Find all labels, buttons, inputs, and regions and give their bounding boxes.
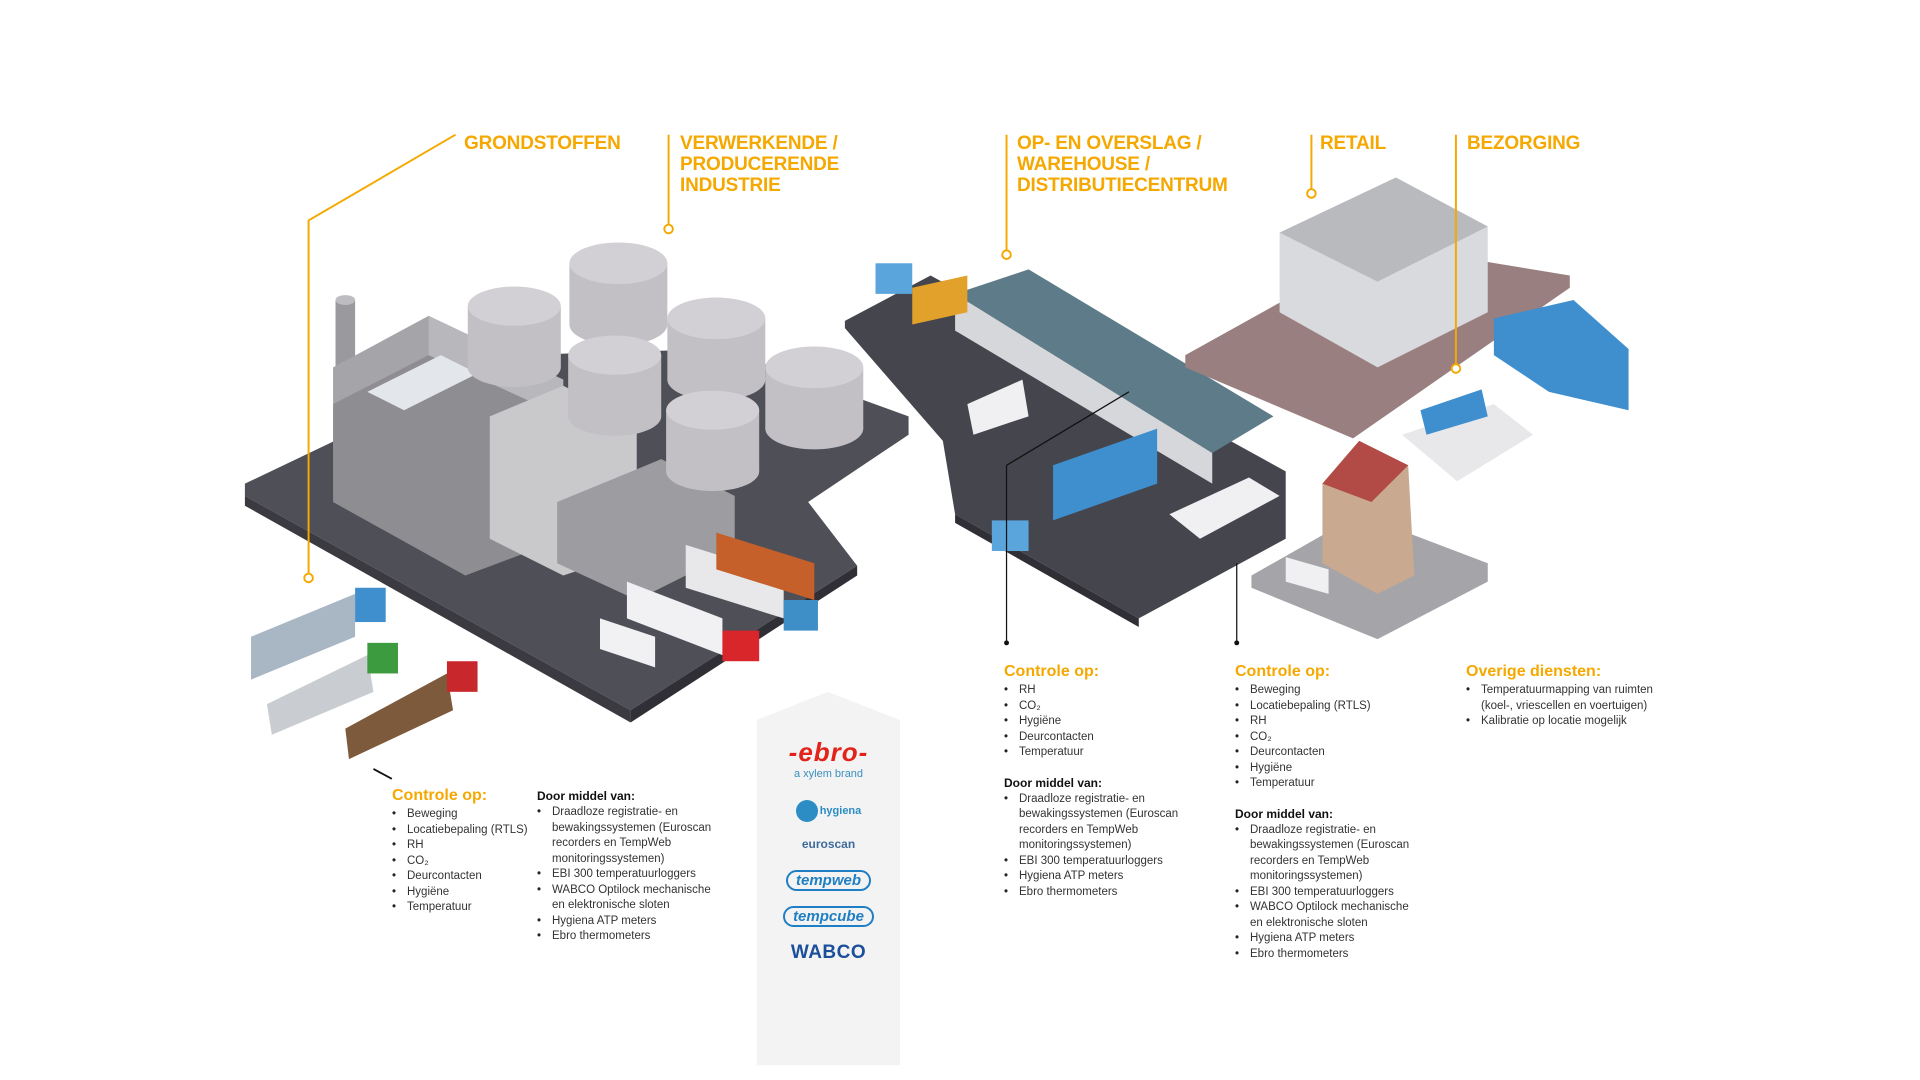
stage-title-bezorging: BEZORGING (1467, 133, 1581, 154)
list-item: Hygiëne (1004, 714, 1179, 730)
grondstoffen-means-block: Door middel van: Draadloze registratie- … (537, 788, 722, 945)
list-item: CO₂ (1004, 699, 1179, 715)
hygiena-text: hygiena (819, 804, 862, 817)
control-list: RH CO₂ Hygiëne Deurcontacten Temperatuur (1004, 683, 1179, 761)
list-item: Deurcontacten (392, 869, 532, 885)
means-list: Draadloze registratie- en bewakingssyste… (1235, 823, 1420, 963)
raw-material-trucks (251, 587, 478, 760)
list-item: WABCO Optilock mechanische en elektronis… (537, 883, 722, 914)
control-title: Controle op: (1004, 663, 1100, 680)
overige-title: Overige diensten: (1466, 663, 1602, 680)
list-item: Ebro thermometers (1235, 947, 1420, 963)
control-list: Beweging Locatiebepaling (RTLS) RH CO₂ D… (392, 807, 532, 916)
list-item: Ebro thermometers (1004, 885, 1179, 901)
ebro-logo: -ebro- (788, 737, 869, 767)
list-item: Hygiena ATP meters (1004, 869, 1179, 885)
tempweb-text: tempweb (785, 870, 871, 891)
list-item: EBI 300 temperatuurloggers (1235, 885, 1420, 901)
list-item: Temperatuur (1004, 745, 1179, 761)
means-list: Draadloze registratie- en bewakingssyste… (537, 805, 722, 945)
list-item: Locatiebepaling (RTLS) (1235, 699, 1420, 715)
list-item: Locatiebepaling (RTLS) (392, 823, 532, 839)
list-item: Draadloze registratie- en bewakingssyste… (537, 805, 722, 867)
list-item: Draadloze registratie- en bewakingssyste… (1235, 823, 1420, 885)
warehouse-block: Controle op: RH CO₂ Hygiëne Deurcontacte… (1004, 662, 1179, 900)
tempcube-text: tempcube (783, 906, 874, 927)
list-item: Temperatuur (392, 900, 532, 916)
retail-block: Controle op: Beweging Locatiebepaling (R… (1235, 662, 1420, 962)
list-item: EBI 300 temperatuurloggers (1004, 854, 1179, 870)
list-item: Temperatuur (1235, 776, 1420, 792)
overige-block: Overige diensten: Temperatuurmapping van… (1466, 662, 1676, 730)
control-title: Controle op: (392, 787, 488, 804)
list-item: CO₂ (392, 854, 532, 870)
pharmacy-area (1251, 440, 1488, 640)
grondstoffen-control-block: Controle op: Beweging Locatiebepaling (R… (392, 786, 532, 916)
overige-list: Temperatuurmapping van ruimten (koel-, v… (1466, 683, 1676, 730)
list-item: Ebro thermometers (537, 929, 722, 945)
list-item: Hygiëne (1235, 761, 1420, 777)
list-item: Deurcontacten (1235, 745, 1420, 761)
warehouse-area (844, 263, 1286, 627)
tempweb-logo: tempweb (757, 870, 900, 891)
hygiena-logo: hygiena (757, 800, 900, 822)
stage-title-industrie: VERWERKENDE / PRODUCERENDE INDUSTRIE (680, 133, 840, 196)
stage-title-warehouse: OP- EN OVERSLAG / WAREHOUSE / DISTRIBUTI… (1017, 133, 1228, 196)
list-item: Temperatuurmapping van ruimten (koel-, v… (1466, 683, 1676, 714)
list-item: RH (1004, 683, 1179, 699)
list-item: Hygiena ATP meters (1235, 931, 1420, 947)
control-title: Controle op: (1235, 663, 1331, 680)
connector-lines (303, 133, 1462, 780)
xylem-tagline: a xylem brand (793, 768, 864, 780)
wabco-logo: WABCO (790, 942, 867, 963)
factory-trucks (600, 532, 818, 668)
means-title: Door middel van: (1235, 806, 1334, 821)
euroscan-logo: euroscan (801, 837, 856, 851)
control-list: Beweging Locatiebepaling (RTLS) RH CO₂ D… (1235, 683, 1420, 792)
delivery-area (1402, 389, 1534, 482)
tempcube-logo: tempcube (757, 906, 900, 927)
list-item: RH (392, 838, 532, 854)
list-item: Hygiëne (392, 885, 532, 901)
hygiena-icon (795, 800, 818, 822)
list-item: Beweging (392, 807, 532, 823)
list-item: CO₂ (1235, 730, 1420, 746)
stage-title-grondstoffen: GRONDSTOFFEN (464, 133, 621, 154)
stage-title-retail: RETAIL (1320, 133, 1386, 154)
partner-logos: -ebro- a xylem brand hygiena euroscan te… (757, 692, 900, 1063)
list-item: RH (1235, 714, 1420, 730)
list-item: Deurcontacten (1004, 730, 1179, 746)
list-item: Draadloze registratie- en bewakingssyste… (1004, 792, 1179, 854)
logo-panel (756, 691, 900, 1066)
retail-area (1185, 177, 1629, 439)
storage-tanks (467, 242, 864, 492)
list-item: Kalibratie op locatie mogelijk (1466, 714, 1676, 730)
means-title: Door middel van: (537, 789, 636, 803)
means-title: Door middel van: (1004, 775, 1103, 790)
means-list: Draadloze registratie- en bewakingssyste… (1004, 792, 1179, 901)
list-item: EBI 300 temperatuurloggers (537, 867, 722, 883)
list-item: WABCO Optilock mechanische en elektronis… (1235, 900, 1420, 931)
list-item: Beweging (1235, 683, 1420, 699)
list-item: Hygiena ATP meters (537, 914, 722, 930)
